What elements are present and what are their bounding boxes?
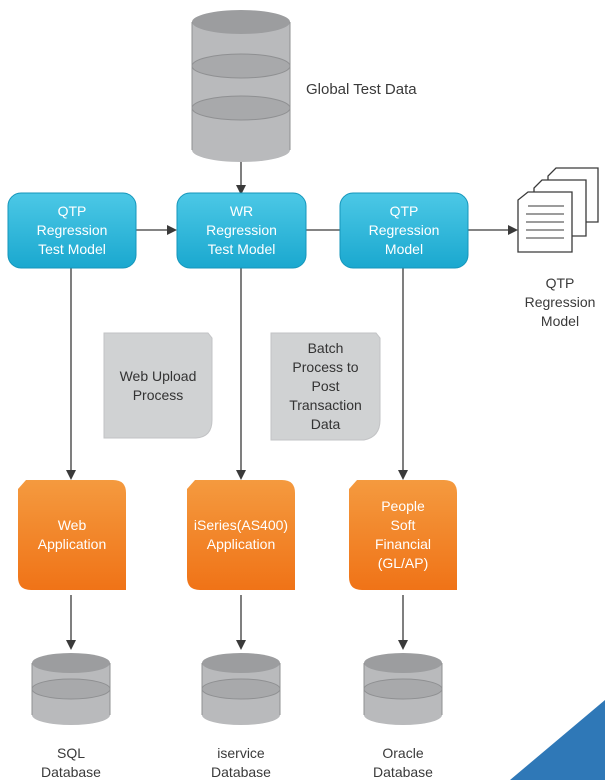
- wr-regression-test-model-box: [176, 192, 307, 269]
- global-test-data-cylinder: [191, 10, 291, 162]
- connectors: [66, 162, 518, 650]
- sql-database-label: SQL Database: [41, 745, 101, 780]
- batch-process-note: [270, 332, 381, 441]
- oracle-database-cylinder: [363, 653, 443, 725]
- qtp-regression-test-model-label: QTP Regression Test Model: [36, 203, 108, 257]
- web-upload-process-label: Web Upload Process: [119, 367, 197, 403]
- iseries-application-label: iSeries(AS400) Application: [193, 517, 289, 552]
- oracle-database-label: Oracle Database: [373, 745, 433, 780]
- global-test-data-label: Global Test Data: [306, 81, 417, 98]
- qtp-regression-model-report-label: QTP Regression Model: [524, 275, 596, 329]
- peoplesoft-financial-label: People Soft Financial (GL/AP): [374, 498, 432, 571]
- corner-decoration: [510, 700, 605, 780]
- web-application-box: [18, 480, 126, 590]
- peoplesoft-financial-box: [349, 480, 457, 590]
- qtp-regression-model-label: QTP Regression Model: [368, 203, 440, 257]
- iservice-database-cylinder: [201, 653, 281, 725]
- sql-database-cylinder: [31, 653, 111, 725]
- qtp-regression-test-model-box: [7, 192, 137, 269]
- web-application-label: Web Application: [37, 517, 107, 552]
- web-upload-note: [103, 332, 213, 439]
- batch-process-label: Batch Process to Post Transaction Data: [289, 340, 362, 432]
- wr-regression-test-model-label: WR Regression Test Model: [206, 203, 277, 257]
- iseries-application-box: [187, 480, 295, 590]
- documents-icon: [517, 167, 599, 253]
- qtp-regression-model-box: [339, 192, 469, 269]
- iservice-database-label: iservice Database: [211, 745, 271, 780]
